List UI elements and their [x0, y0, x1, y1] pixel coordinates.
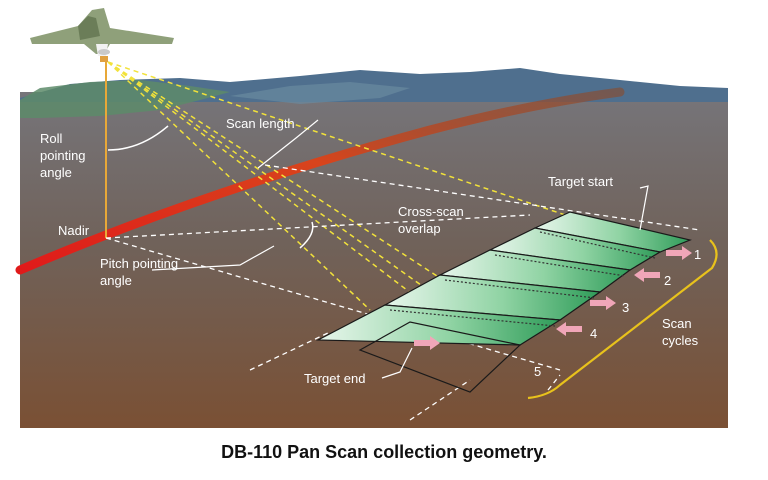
- svg-text:Scan: Scan: [662, 316, 692, 331]
- aircraft: [30, 8, 174, 62]
- scan-arrow-2: [634, 268, 660, 282]
- scan-arrow-1: [666, 246, 692, 260]
- scan-number-4: 4: [590, 326, 597, 341]
- scan-arrow-5: [414, 336, 440, 350]
- svg-text:Cross-scan: Cross-scan: [398, 204, 464, 219]
- green-hills: [20, 80, 230, 118]
- scan-strip-5: [315, 304, 562, 346]
- label-roll-pointing-angle: Roll pointing angle: [40, 131, 86, 180]
- scan-number-3: 3: [622, 300, 629, 315]
- scan-strips: [315, 211, 692, 393]
- roll-angle-arc: [107, 125, 169, 151]
- scan-number-5: 5: [534, 364, 541, 379]
- label-nadir: Nadir: [58, 223, 90, 238]
- pitch-angle-arc: [299, 221, 314, 249]
- flight-path: [15, 87, 625, 275]
- scan-number-2: 2: [664, 273, 671, 288]
- geometry-lines: [105, 164, 701, 421]
- svg-text:cycles: cycles: [662, 333, 699, 348]
- label-pitch-pointing-angle: Pitch pointing angle: [100, 256, 178, 288]
- label-scan-length: Scan length: [226, 116, 295, 131]
- svg-text:angle: angle: [40, 165, 72, 180]
- label-cross-scan-overlap: Cross-scan overlap: [398, 204, 464, 236]
- label-target-end: Target end: [304, 371, 365, 386]
- target-end-cell: [358, 321, 522, 393]
- figure-caption: DB-110 Pan Scan collection geometry.: [221, 442, 547, 462]
- svg-text:Roll: Roll: [40, 131, 63, 146]
- scan-arrow-4: [556, 322, 582, 336]
- scan-cycles-bracket: [527, 239, 718, 400]
- svg-text:Pitch pointing: Pitch pointing: [100, 256, 178, 271]
- label-scan-cycles: Scan cycles: [662, 316, 699, 348]
- scan-arrows: [414, 246, 692, 350]
- svg-text:pointing: pointing: [40, 148, 86, 163]
- svg-text:overlap: overlap: [398, 221, 441, 236]
- svg-text:angle: angle: [100, 273, 132, 288]
- scan-arrow-3: [590, 296, 616, 310]
- scan-number-1: 1: [694, 247, 701, 262]
- label-target-start: Target start: [548, 174, 613, 189]
